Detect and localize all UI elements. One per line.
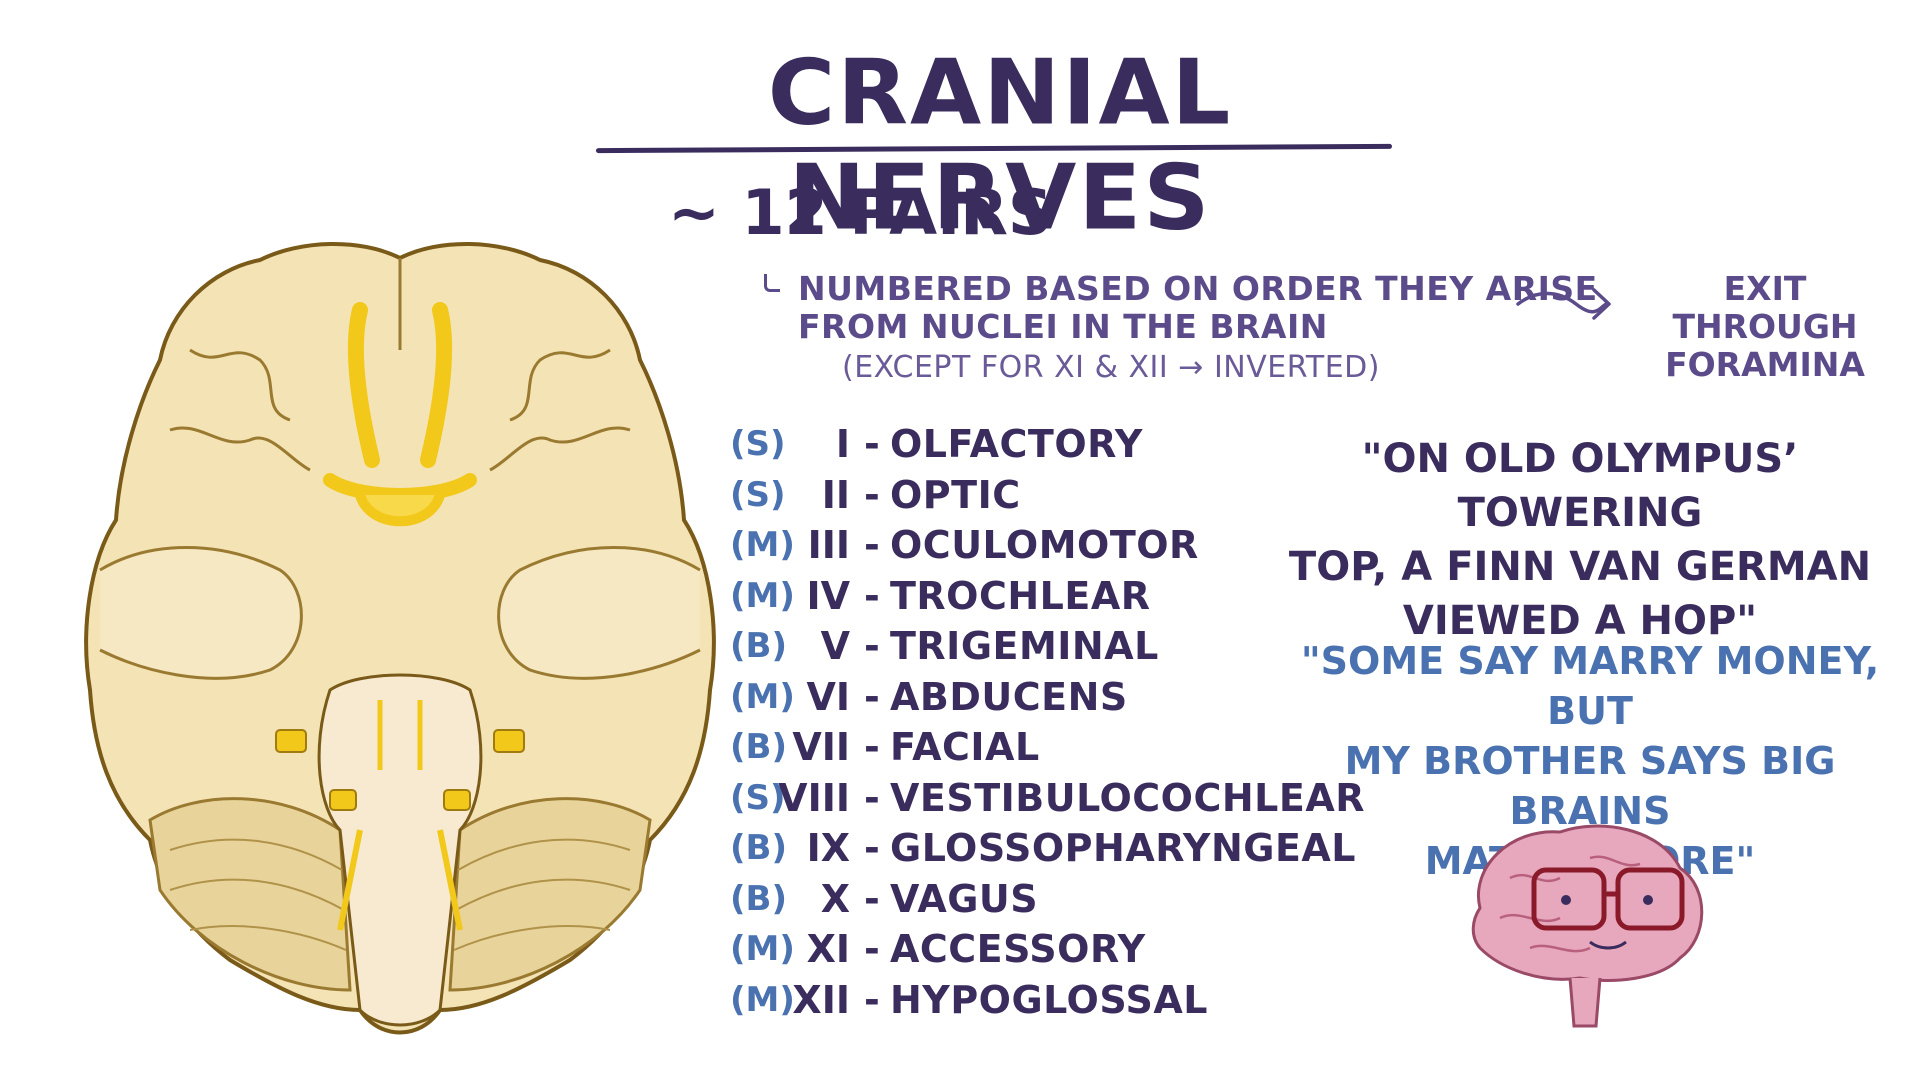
- nerve-number: V: [820, 624, 850, 668]
- nerve-type: (M): [730, 575, 795, 616]
- nerve-number: VII: [792, 725, 850, 769]
- numbering-note: NUMBERED BASED ON ORDER THEY ARISE FROM …: [798, 270, 1598, 346]
- nerve-name: OLFACTORY: [890, 422, 1143, 466]
- list-item: (M) IV - TROCHLEAR: [730, 572, 1330, 623]
- list-item: (S) II - OPTIC: [730, 471, 1330, 522]
- list-item: (M) XII - HYPOGLOSSAL: [730, 976, 1330, 1027]
- nerve-name: ABDUCENS: [890, 674, 1128, 719]
- nerve-dash: -: [864, 826, 880, 870]
- page-title: CRANIAL NERVES: [767, 40, 1233, 250]
- nerve-dash: -: [864, 472, 880, 517]
- nerve-type: (B): [730, 727, 787, 767]
- mnemonic-names-line3: VIEWED A HOP": [1402, 598, 1758, 644]
- list-item: (M) III - OCULOMOTOR: [730, 521, 1330, 572]
- nerve-type: (M): [730, 979, 795, 1020]
- list-item: (B) VII - FACIAL: [730, 723, 1330, 774]
- nerve-type: (M): [730, 676, 795, 717]
- nerve-dash: -: [864, 523, 880, 567]
- exit-note-line1: EXIT THROUGH: [1672, 269, 1858, 346]
- nerve-number: VI: [806, 674, 850, 719]
- exit-note: EXIT THROUGH FORAMINA: [1630, 270, 1900, 384]
- list-item: (M) XI - ACCESSORY: [730, 925, 1330, 976]
- mnemonic-types-line1: "SOME SAY MARRY MONEY, BUT: [1300, 639, 1880, 733]
- nerve-dash: -: [864, 674, 880, 719]
- nerve-name: VAGUS: [890, 876, 1039, 921]
- nerve-number: X: [820, 876, 850, 921]
- pairs-heading: ~ 12 PAIRS: [668, 176, 1053, 249]
- nerve-name: OPTIC: [890, 472, 1021, 517]
- nerve-number: IX: [806, 826, 850, 870]
- nerve-dash: -: [864, 977, 880, 1022]
- nerve-name: GLOSSOPHARYNGEAL: [890, 826, 1357, 870]
- exit-note-line2: FORAMINA: [1665, 345, 1865, 384]
- nerve-name: ACCESSORY: [890, 927, 1146, 971]
- nerve-dash: -: [864, 422, 880, 466]
- nerve-number: III: [807, 523, 850, 567]
- nerve-number: II: [821, 472, 850, 517]
- nerve-type: (M): [730, 929, 795, 969]
- nerve-type: (S): [730, 777, 786, 818]
- nerve-type: (S): [730, 474, 786, 515]
- list-item: (B) IX - GLOSSOPHARYNGEAL: [730, 824, 1356, 875]
- nerve-name: TRIGEMINAL: [890, 624, 1159, 668]
- numbering-note-line1: NUMBERED BASED ON ORDER THEY ARISE: [798, 269, 1598, 308]
- numbering-exception: (EXCEPT FOR XI & XII → INVERTED): [842, 350, 1380, 385]
- nerve-number: XI: [806, 927, 850, 971]
- nerve-number: IV: [806, 573, 850, 618]
- list-item: (B) V - TRIGEMINAL: [730, 622, 1330, 673]
- mnemonic-names: "ON OLD OLYMPUS’ TOWERING TOP, A FINN VA…: [1280, 432, 1880, 648]
- nerve-dash: -: [864, 624, 880, 668]
- nerve-dash: -: [864, 573, 880, 618]
- nerve-number: I: [835, 422, 850, 466]
- list-item: (M) VI - ABDUCENS: [730, 673, 1330, 724]
- mnemonic-types-line2: MY BROTHER SAYS BIG BRAINS: [1344, 739, 1836, 833]
- brain-inferior-view-illustration: [84, 241, 716, 1035]
- nerve-name: FACIAL: [890, 725, 1040, 769]
- nerve-dash: -: [864, 725, 880, 769]
- list-item: (S) VIII - VESTIBULOCOCHLEAR: [730, 774, 1365, 825]
- nerve-name: TROCHLEAR: [890, 573, 1151, 618]
- nerve-list: (S) I - OLFACTORY (S) II - OPTIC (M) III…: [730, 420, 1365, 1027]
- nerve-dash: -: [864, 775, 880, 820]
- brain-with-glasses-mascot: [1471, 824, 1704, 1028]
- swoosh-arrow-icon: [1516, 288, 1611, 320]
- list-item: (S) I - OLFACTORY: [730, 420, 1330, 471]
- list-item: (B) X - VAGUS: [730, 875, 1330, 926]
- nerve-number: XII: [792, 977, 850, 1022]
- numbering-note-line2: FROM NUCLEI IN THE BRAIN: [798, 307, 1328, 346]
- nerve-type: (B): [730, 878, 787, 919]
- mnemonic-names-line1: "ON OLD OLYMPUS’ TOWERING: [1361, 436, 1799, 536]
- nerve-type: (S): [730, 424, 786, 464]
- nerve-type: (M): [730, 525, 795, 565]
- nerve-dash: -: [864, 927, 880, 971]
- mnemonic-names-line2: TOP, A FINN VAN GERMAN: [1288, 544, 1872, 590]
- nerve-type: (B): [730, 828, 787, 868]
- hook-connector: [764, 274, 780, 292]
- nerve-type: (B): [730, 626, 787, 666]
- nerve-name: HYPOGLOSSAL: [890, 977, 1208, 1022]
- nerve-name: OCULOMOTOR: [890, 523, 1199, 567]
- nerve-dash: -: [864, 876, 880, 921]
- nerve-name: VESTIBULOCOCHLEAR: [890, 775, 1366, 820]
- nerve-number: VIII: [778, 775, 850, 820]
